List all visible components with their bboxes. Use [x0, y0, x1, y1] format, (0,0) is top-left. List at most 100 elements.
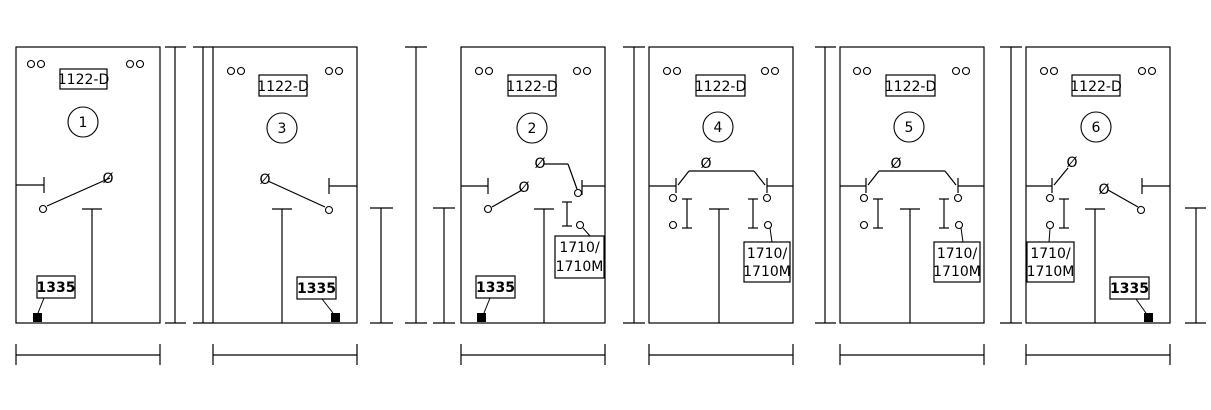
breaker-mark: Ø	[102, 171, 113, 187]
indicator-lamp	[961, 66, 971, 76]
indicator-lamp	[474, 66, 484, 76]
relay-label: 1122-D	[257, 79, 308, 95]
indicator-lamp	[1049, 66, 1059, 76]
indicator-lamp	[672, 66, 682, 76]
ct-label-box	[743, 241, 791, 283]
switch-blade	[867, 170, 880, 186]
relay-label: 1122-D	[885, 79, 936, 95]
indicator-lamp	[1147, 66, 1157, 76]
meter-label-box	[475, 275, 516, 299]
panel-6-outline	[1025, 46, 1171, 324]
indicator-lamp	[226, 66, 236, 76]
panel-4-outline	[648, 46, 794, 324]
relay-label-box	[885, 74, 936, 97]
switch-blade	[944, 170, 957, 186]
relay-label-box	[507, 74, 557, 97]
indicator-lamp	[26, 59, 36, 69]
ground-terminal	[33, 313, 42, 322]
breaker-mark: Ø	[1098, 182, 1109, 198]
meter-label: 1335	[1110, 281, 1149, 297]
breaker-mark: Ø	[518, 180, 529, 196]
meter-label: 1335	[37, 280, 76, 296]
ct-label-line1: 1710/	[937, 246, 978, 262]
ground-terminal	[1144, 313, 1153, 322]
panel-1: 1122-D 1 Ø 1335	[15, 46, 186, 365]
ct-label-line1: 1710/	[559, 240, 600, 256]
ct-label-line2: 1710M	[743, 264, 791, 280]
ground-terminal	[477, 313, 486, 322]
panel-number-circle	[516, 112, 548, 144]
breaker-mark: Ø	[534, 156, 545, 172]
ct-label-box	[933, 241, 981, 283]
meter-label-box	[36, 275, 76, 299]
relay-label: 1122-D	[506, 79, 557, 95]
switch-terminal	[324, 205, 334, 215]
switch-terminal	[859, 220, 869, 230]
ct-label-line2: 1710M	[556, 259, 604, 275]
leader-line	[483, 297, 491, 314]
panel-number: 1	[79, 115, 88, 131]
ct-label-box	[1026, 241, 1075, 283]
ct-label-line2: 1710M	[933, 264, 981, 280]
indicator-lamp	[324, 66, 334, 76]
leader-line	[769, 227, 773, 243]
ct-label-line1: 1710/	[1030, 246, 1071, 262]
panel-number: 2	[528, 121, 537, 137]
breaker-mark: Ø	[700, 156, 711, 172]
indicator-lamp	[951, 66, 961, 76]
leader-line	[1135, 298, 1147, 314]
indicator-lamp	[852, 66, 862, 76]
panel-2-outline	[460, 46, 606, 324]
switch-terminal	[763, 220, 773, 230]
meter-label: 1335	[476, 280, 515, 296]
indicator-lamp	[1039, 66, 1049, 76]
switch-blade	[567, 163, 578, 190]
switch-terminal	[954, 220, 964, 230]
panel-5-outline	[839, 46, 985, 324]
indicator-lamp	[125, 59, 135, 69]
ct-label-line2: 1710M	[1027, 264, 1075, 280]
breaker-mark: Ø	[890, 156, 901, 172]
indicator-lamp	[135, 59, 145, 69]
panel-2: 1122-D 2 Ø Ø 1710/ 1710M 1335	[405, 46, 606, 365]
switch-blade	[1053, 167, 1069, 186]
indicator-lamp	[572, 66, 582, 76]
switch-blade	[46, 177, 111, 207]
panel-number-circle	[702, 111, 734, 143]
switch-terminal	[573, 188, 583, 198]
indicator-lamp	[862, 66, 872, 76]
switch-terminal	[1045, 193, 1055, 203]
panel-number-circle	[893, 111, 925, 143]
panel-number-circle	[266, 112, 298, 144]
panel-3: 1122-D 3 Ø 1335	[193, 46, 393, 365]
leader-line	[321, 298, 334, 314]
meter-label-box	[296, 276, 337, 300]
panel-6: 1122-D 6 Ø 1710/ 1710M Ø 1335	[1000, 46, 1206, 365]
leader-line	[37, 297, 45, 314]
panel-4: 1122-D 4 Ø 1710/ 1710M	[623, 46, 794, 365]
switch-terminal	[859, 193, 869, 203]
leader-line	[582, 227, 591, 237]
switch-terminal	[575, 220, 585, 230]
indicator-lamp	[1137, 66, 1147, 76]
panel-number: 6	[1092, 120, 1101, 136]
panel-3-outline	[212, 46, 358, 324]
ground-terminal	[331, 313, 340, 322]
switch-terminal	[668, 193, 678, 203]
switch-terminal	[762, 193, 772, 203]
panel-5: 1122-D 5 Ø 1710/ 1710M	[815, 46, 985, 365]
switch-terminal	[953, 193, 963, 203]
breaker-mark: Ø	[1066, 155, 1077, 171]
panel-number-circle	[67, 106, 99, 138]
switch-terminal	[483, 204, 493, 214]
switch-terminal	[38, 204, 48, 214]
switch-terminal	[1136, 205, 1146, 215]
indicator-lamp	[662, 66, 672, 76]
indicator-lamp	[770, 66, 780, 76]
switch-blade	[753, 170, 766, 186]
panel-number: 4	[714, 120, 723, 136]
meter-label: 1335	[297, 281, 336, 297]
leader-line	[960, 227, 964, 243]
switch-blade	[677, 170, 690, 186]
